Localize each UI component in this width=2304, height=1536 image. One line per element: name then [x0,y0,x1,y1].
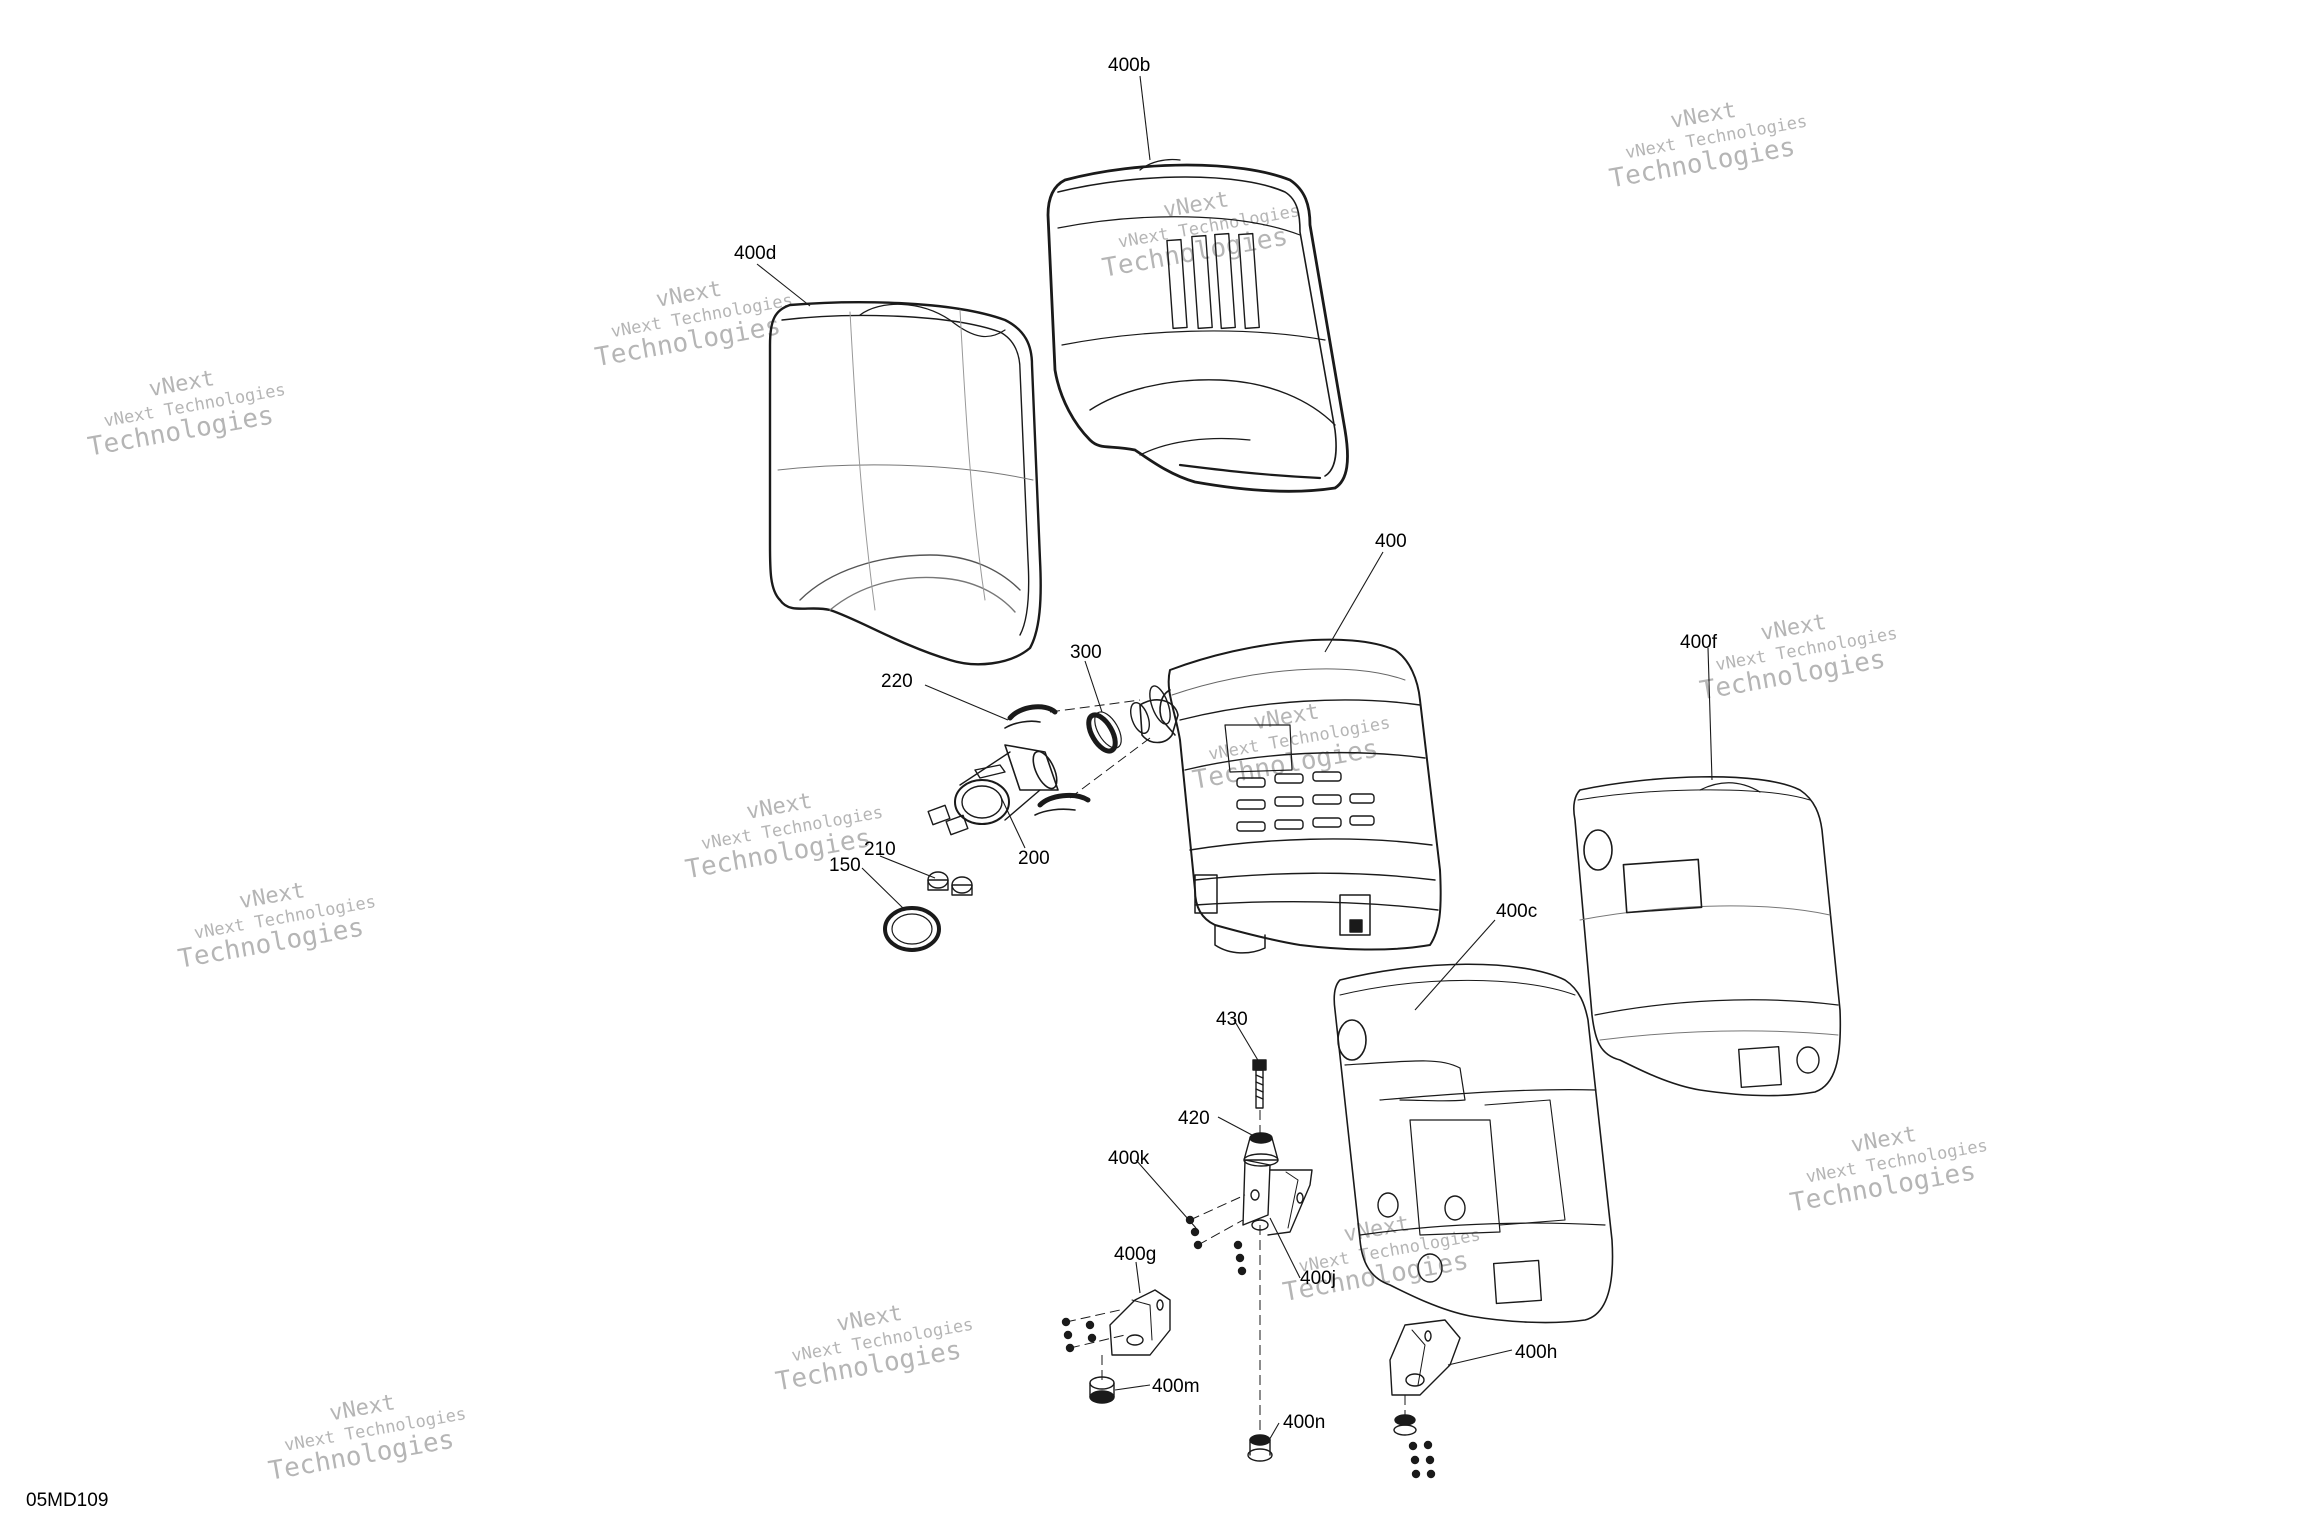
callout-220: 220 [881,671,913,692]
callout-400g: 400g [1114,1244,1156,1265]
callout-400n: 400n [1283,1412,1325,1433]
bracket-400h-drawing [1390,1320,1460,1435]
drawing-code: 05MD109 [26,1490,109,1511]
gasket-300-drawing [1083,708,1126,756]
assembly-lines [1049,699,1406,1440]
callout-420: 420 [1178,1108,1210,1129]
stud-210-drawing [928,872,972,895]
callout-400f: 400f [1680,632,1718,653]
clamp-220-drawing [1005,707,1088,815]
callout-400d: 400d [734,243,776,264]
watermark: vNext vNext Technologies Technologies [1697,610,1898,707]
callout-300: 300 [1070,642,1102,663]
watermark: vNext vNext Technologies Technologies [593,277,794,374]
leader-lines [756,75,1713,1443]
watermark: vNext vNext Technologies Technologies [1607,98,1808,195]
callout-400h: 400h [1515,1342,1557,1363]
heat-shield-400c-drawing [1334,964,1612,1322]
mount-400m-drawing [1090,1377,1114,1403]
watermark: vNext vNext Technologies Technologies [1100,187,1301,284]
bolt-430-drawing [1253,1060,1266,1108]
watermark: vNext vNext Technologies Technologies [266,1390,467,1487]
callout-210: 210 [864,839,896,860]
rubber-mount-420-drawing [1244,1133,1278,1166]
heat-shield-400b-drawing [1048,159,1348,491]
watermark: vNext vNext Technologies Technologies [1281,1211,1482,1308]
screws-400k-drawing [1187,1217,1246,1275]
screws-400h-drawing [1410,1442,1435,1478]
watermark: vNext vNext Technologies Technologies [1190,699,1391,796]
watermark: vNext vNext Technologies Technologies [773,1301,974,1398]
callout-400c: 400c [1496,901,1537,922]
watermark: vNext vNext Technologies Technologies [86,366,287,463]
callout-150: 150 [829,855,861,876]
screws-400g-drawing [1063,1319,1096,1352]
callout-430: 430 [1216,1009,1248,1030]
callout-400b: 400b [1108,55,1150,76]
watermark: vNext vNext Technologies Technologies [176,878,377,975]
watermark: vNext vNext Technologies Technologies [1788,1122,1989,1219]
callout-400: 400 [1375,531,1407,552]
exhaust-elbow-200-drawing [928,745,1061,835]
callout-400k: 400k [1108,1148,1150,1169]
heat-shield-400d-drawing [770,302,1041,664]
gasket-150-drawing [885,908,939,950]
bracket-400j-drawing [1243,1160,1312,1235]
callout-200: 200 [1018,848,1050,869]
heat-shield-400f-drawing [1574,777,1841,1096]
watermark-layer: vNext vNext Technologies Technologies vN… [86,98,1990,1487]
callout-labels: 400b 400d 400 300 220 200 210 150 400f 4… [734,55,1718,1433]
muffler-400-drawing [1146,640,1441,953]
callout-400m: 400m [1152,1376,1200,1397]
callout-400j: 400j [1300,1268,1336,1289]
bracket-400g-drawing [1110,1290,1170,1355]
